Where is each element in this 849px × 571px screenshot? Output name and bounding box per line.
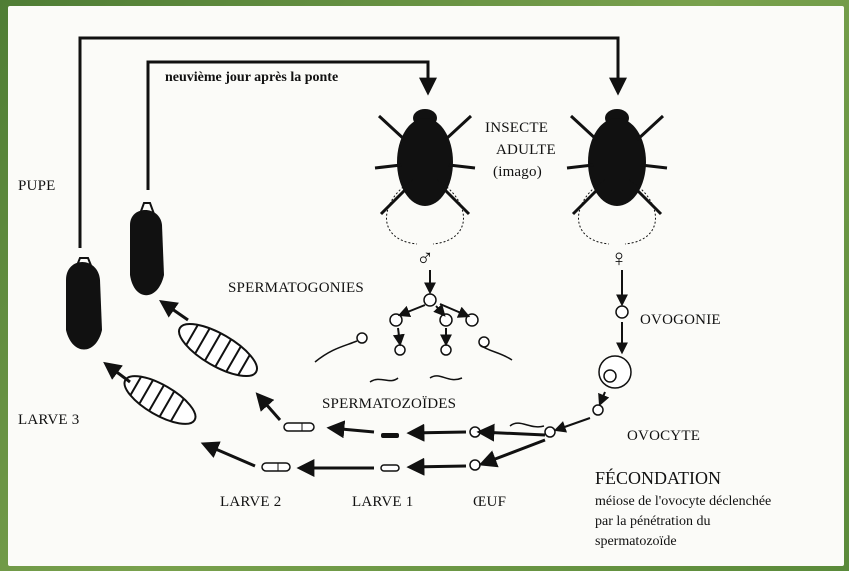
pupe-label: PUPE bbox=[18, 178, 55, 195]
larva2-lower-icon bbox=[262, 463, 290, 471]
larva3-upper-icon bbox=[172, 314, 264, 386]
female-symbol: ♀ bbox=[610, 246, 628, 272]
fecondation-desc-line3: spermatozoïde bbox=[595, 534, 677, 549]
larve2-label: LARVE 2 bbox=[220, 494, 281, 511]
sperm-tails bbox=[315, 341, 544, 427]
pupa-small-icon bbox=[130, 203, 164, 295]
male-adult-fly-icon bbox=[375, 109, 475, 244]
oeuf-label: ŒUF bbox=[473, 494, 506, 511]
fertilization-arrows bbox=[106, 302, 545, 468]
ovocyte-label: OVOCYTE bbox=[627, 428, 700, 445]
fecondation-title: FÉCONDATION bbox=[595, 469, 721, 489]
spermatogonies-label: SPERMATOGONIES bbox=[228, 280, 364, 297]
male-symbol: ♂ bbox=[416, 246, 434, 272]
fecondation-desc-line1: méiose de l'ovocyte déclenchée bbox=[595, 494, 771, 509]
larva2-upper-icon bbox=[284, 423, 314, 431]
pupa-large-icon bbox=[66, 258, 102, 350]
larva1-upper-icon bbox=[381, 433, 399, 438]
female-adult-fly-icon bbox=[567, 109, 667, 244]
spermatozoides-label: SPERMATOZOÏDES bbox=[322, 396, 456, 413]
fecondation-desc-line2: par la pénétration du bbox=[595, 514, 710, 529]
larva1-lower-icon bbox=[381, 465, 399, 471]
larve1-label: LARVE 1 bbox=[352, 494, 413, 511]
larva3-lower-icon bbox=[118, 367, 202, 433]
adult-label-line1: INSECTE bbox=[485, 120, 548, 137]
ovogonie-label: OVOGONIE bbox=[640, 312, 721, 329]
adult-label-line2: ADULTE bbox=[496, 142, 556, 159]
larve3-label: LARVE 3 bbox=[18, 412, 79, 429]
top-note: neuvième jour après la ponte bbox=[165, 70, 338, 85]
adult-label-line3: (imago) bbox=[493, 164, 542, 181]
